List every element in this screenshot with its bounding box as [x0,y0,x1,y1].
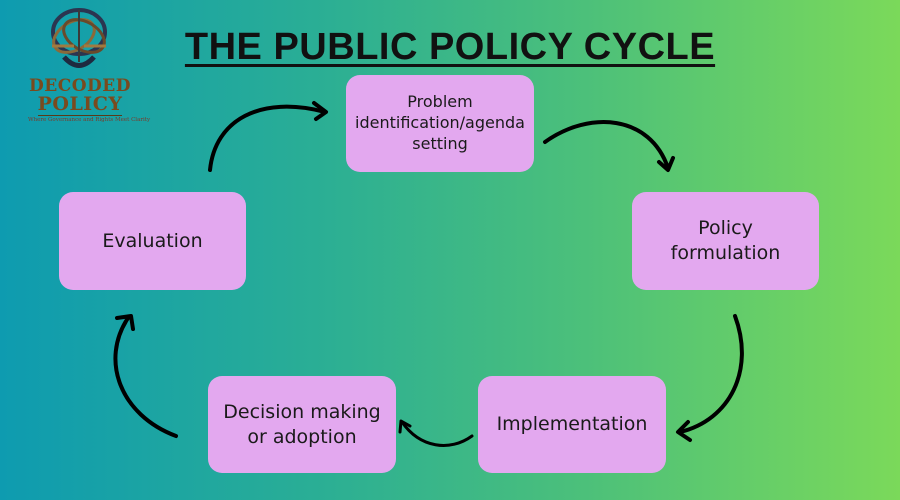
stage-implementation: Implementation [478,376,666,473]
arrow-formulation-to-implementation [676,314,744,442]
logo-divider [38,115,122,116]
arrow-implementation-to-decision [398,419,474,447]
diagram-title: THE PUBLIC POLICY CYCLE [0,26,900,69]
stage-decision-making: Decision making or adoption [208,376,396,473]
stage-label: Evaluation [102,229,203,252]
arrow-problem-to-formulation [543,120,675,172]
stage-evaluation: Evaluation [59,192,246,290]
stage-policy-formulation: Policy formulation [632,192,819,290]
logo-name-line1: DECODED [29,76,131,96]
stage-label: Implementation [496,413,648,436]
stage-label: Decision making or adoption [223,400,381,448]
stage-problem-identification: Problem identification/agenda setting [346,75,534,172]
logo-tagline: Where Governance and Rights Meet Clarity [27,117,151,123]
logo: DECODED POLICY Where Governance and Righ… [0,0,180,130]
scales-emblem-icon [51,8,107,68]
stage-label: Problem identification/agenda setting [355,92,525,153]
diagram-title-text: THE PUBLIC POLICY CYCLE [184,26,716,68]
logo-name-line2: POLICY [37,93,123,115]
stage-label: Policy formulation [670,217,781,264]
arrow-evaluation-to-problem [208,101,328,172]
arrow-decision-to-evaluation [113,314,178,438]
